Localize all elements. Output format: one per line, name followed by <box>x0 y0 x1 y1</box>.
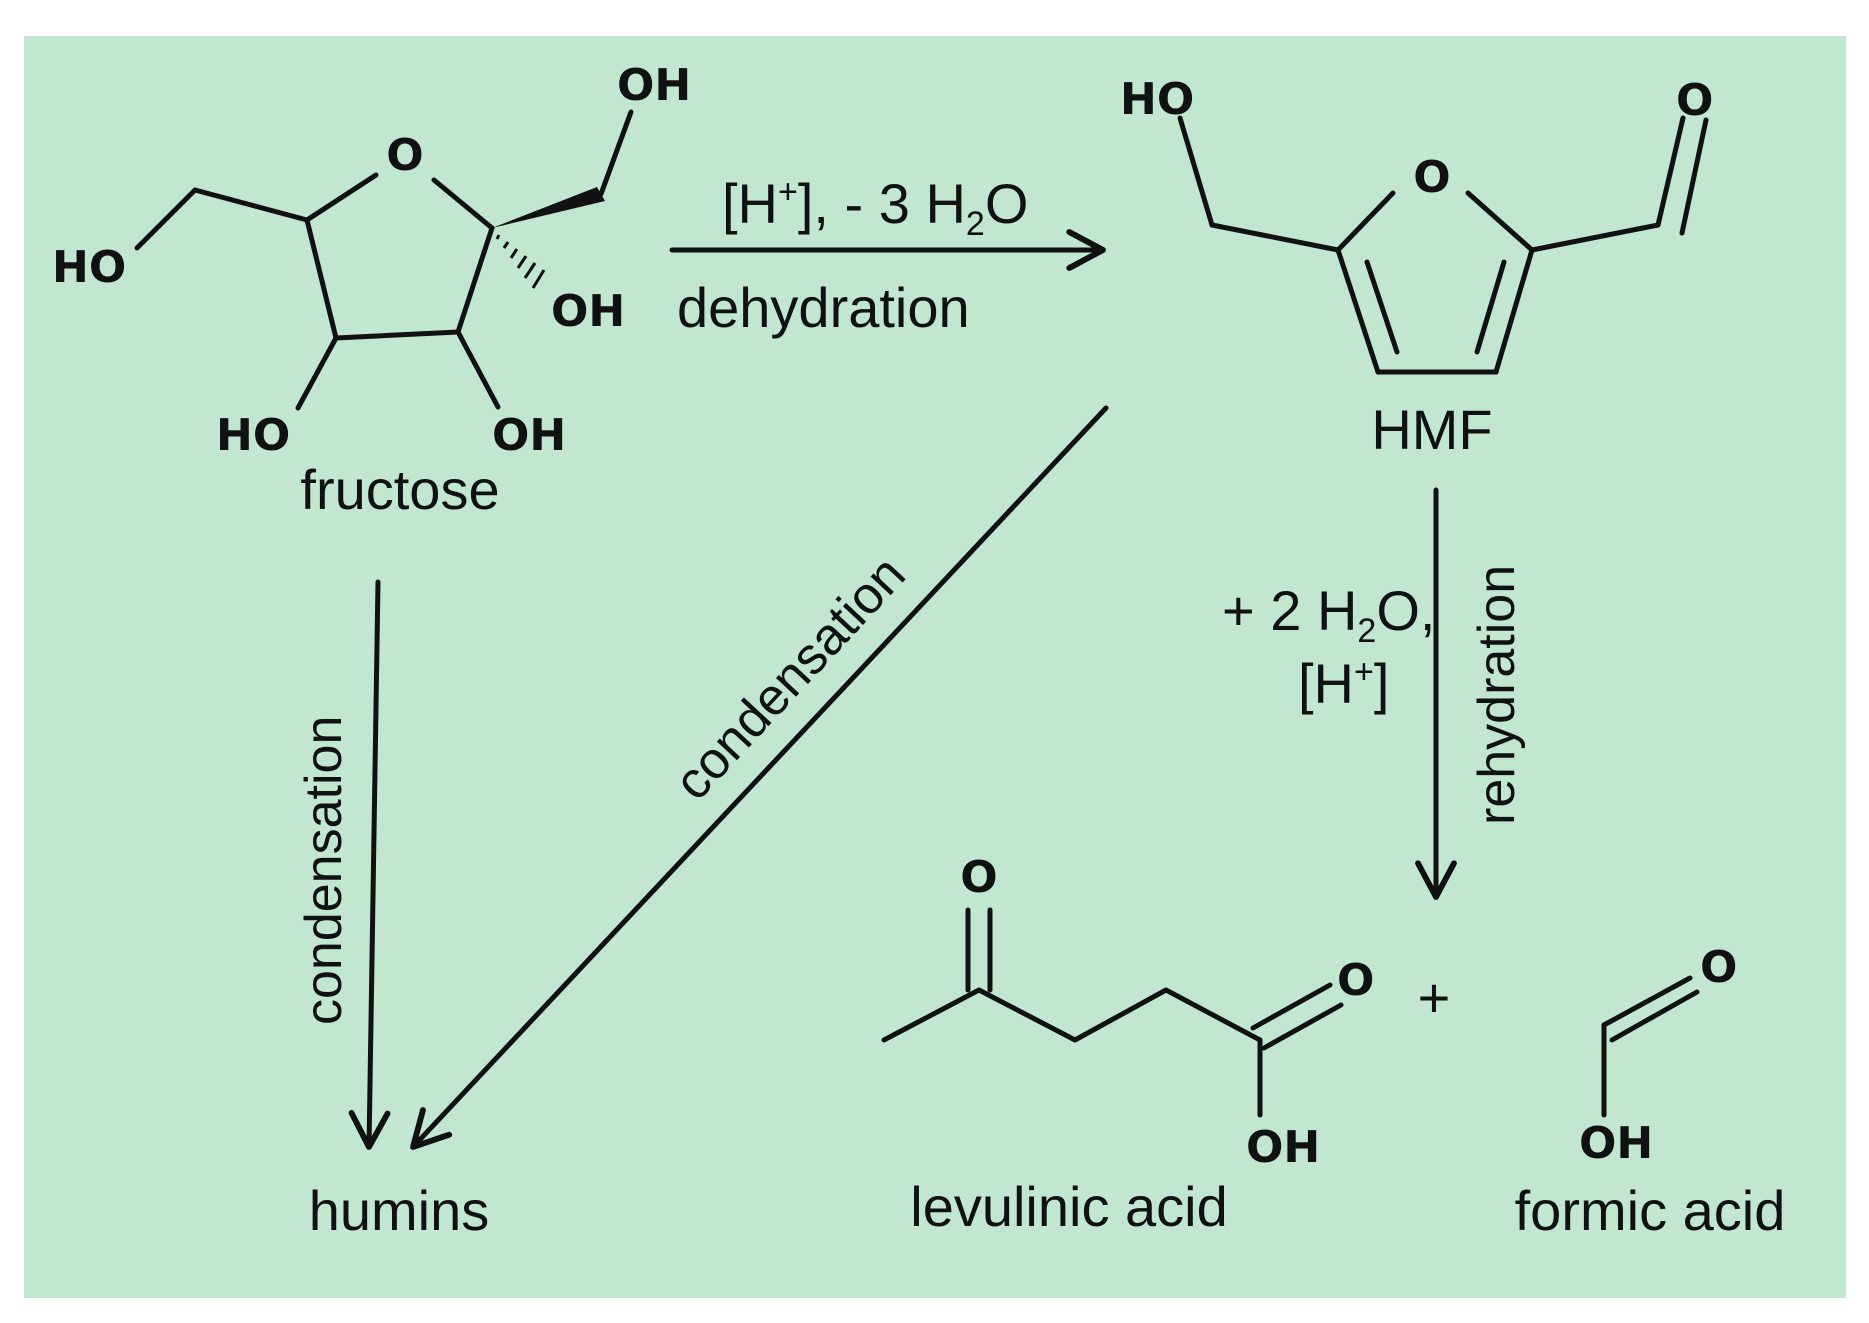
condensation-fructose-arrow <box>348 579 391 1150</box>
fructose-label: fructose <box>300 458 499 521</box>
formic-acid-label: formic acid <box>1515 1179 1786 1242</box>
rehydration-step: + 2 H2O, [H+] rehydration <box>1222 487 1526 900</box>
condensation-fructose-label: condensation <box>295 716 353 1025</box>
hmf-structure: O HO O HMF <box>1120 74 1713 461</box>
fructose-structure: O OH HO OH HO OH fructose <box>52 60 691 521</box>
levulinic-acid-label: levulinic acid <box>910 1175 1228 1238</box>
levulinic-acid-oxygen: O <box>1337 955 1374 1006</box>
fructose-ring-oxygen: O <box>386 130 423 181</box>
fructose-oh-c4: OH <box>492 410 566 461</box>
levulinic-acid-hydroxyl: OH <box>1246 1122 1320 1173</box>
levulinic-ketone-oxygen: O <box>960 852 997 903</box>
condensation-hmf-arrow <box>410 405 1109 1150</box>
rehydration-label: rehydration <box>1468 565 1526 825</box>
dehydration-conditions: [H+], - 3 H2O <box>722 172 1028 243</box>
fructose-oh-anomeric: OH <box>551 286 625 337</box>
hmf-label: HMF <box>1371 398 1492 461</box>
condensation-fructose-step: condensation <box>295 579 391 1150</box>
formic-acid-structure: O OH formic acid <box>1515 942 1786 1242</box>
formic-acid-carbonyl-oxygen: O <box>1700 942 1737 993</box>
fructose-ho-c3: HO <box>216 410 290 461</box>
plus-sign: + <box>1418 966 1451 1029</box>
hmf-aldehyde-oxygen: O <box>1676 75 1713 126</box>
rehydration-conditions-line2: [H+] <box>1298 652 1389 715</box>
hmf-hydroxyl: HO <box>1120 74 1194 125</box>
humins-label: humins <box>309 1179 490 1242</box>
formic-acid-hydroxyl: OH <box>1579 1118 1653 1169</box>
levulinic-acid-structure: O O OH levulinic acid <box>881 852 1374 1238</box>
rehydration-conditions-line1: + 2 H2O, <box>1222 579 1435 650</box>
hmf-ring-oxygen: O <box>1413 152 1450 203</box>
fructose-ho-left: HO <box>52 242 126 293</box>
dehydration-step: [H+], - 3 H2O dehydration <box>669 172 1106 339</box>
fructose-oh-top: OH <box>617 60 691 111</box>
dehydration-label: dehydration <box>677 276 970 339</box>
